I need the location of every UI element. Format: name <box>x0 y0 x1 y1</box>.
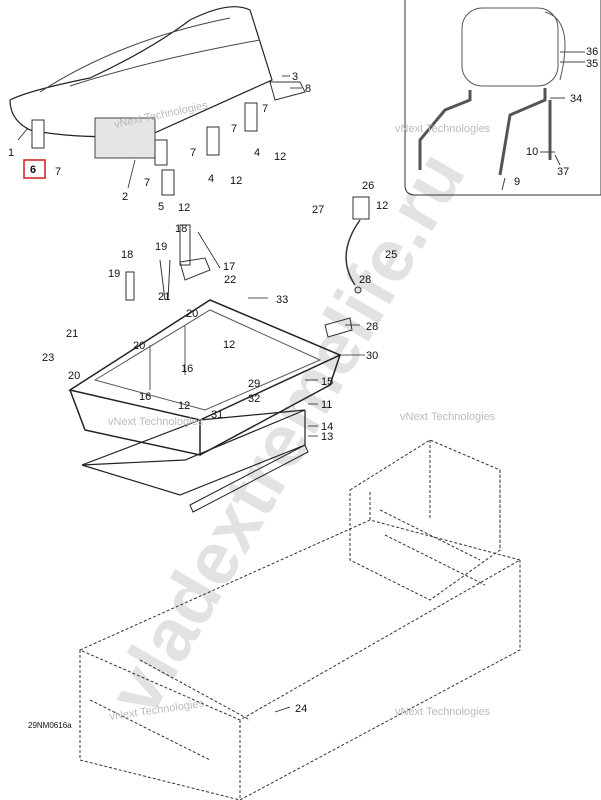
callout-9: 9 <box>514 176 520 188</box>
callout-2: 2 <box>122 191 128 203</box>
callout-17: 17 <box>223 261 235 273</box>
callout-28b: 28 <box>366 321 378 333</box>
chassis-frame <box>78 439 522 800</box>
liner-mat <box>81 409 306 496</box>
callout-26: 26 <box>362 180 374 192</box>
callout-14: 14 <box>321 421 333 433</box>
seat-brackets <box>31 102 258 196</box>
callout-12a: 12 <box>274 151 286 163</box>
callout-3: 3 <box>292 71 298 83</box>
callout-12c: 12 <box>178 202 190 214</box>
callout-23: 23 <box>42 352 54 364</box>
diagram-code: 29NM0616a <box>28 721 72 730</box>
callout-35: 35 <box>586 58 598 70</box>
callout-12b: 12 <box>230 175 242 187</box>
callout-1: 1 <box>8 147 14 159</box>
callout-20a: 20 <box>186 308 198 320</box>
callout-20c: 20 <box>68 370 80 382</box>
callout-33: 33 <box>276 294 288 306</box>
callout-6[interactable]: 6 <box>30 164 36 176</box>
seat-assembly <box>9 6 306 159</box>
site-watermark: vladextremelife.ru <box>92 138 481 728</box>
callout-11: 11 <box>321 399 332 411</box>
callout-32: 32 <box>248 393 260 405</box>
callout-7b: 7 <box>144 177 150 189</box>
callout-19b: 19 <box>108 268 120 280</box>
callout-34: 34 <box>570 93 582 105</box>
overlay-label: vNext Technologies <box>395 706 491 718</box>
callout-7e: 7 <box>262 103 268 115</box>
callout-31: 31 <box>211 409 223 421</box>
callout-30: 30 <box>366 350 378 362</box>
callout-29: 29 <box>248 378 260 390</box>
callout-27: 27 <box>312 204 324 216</box>
callout-21b: 21 <box>66 328 78 340</box>
callout-15: 15 <box>321 376 333 388</box>
callout-13: 13 <box>321 431 333 443</box>
callout-8: 8 <box>305 83 311 95</box>
callout-36: 36 <box>586 46 598 58</box>
callout-25: 25 <box>385 249 397 261</box>
overlay-label: vNext Technologies <box>108 416 204 428</box>
callout-37: 37 <box>557 166 569 178</box>
leader-lines <box>17 75 365 713</box>
highlight-part-6[interactable]: 6 <box>23 159 46 179</box>
callout-10: 10 <box>526 146 538 158</box>
overlay-label: vNext Technologies <box>400 411 496 423</box>
callout-20b: 20 <box>133 340 145 352</box>
callout-12e: 12 <box>223 339 235 351</box>
callout-21a: 21 <box>158 291 170 303</box>
backrest-inset <box>404 0 601 196</box>
callout-18b: 18 <box>121 249 133 261</box>
callout-12d: 12 <box>376 200 388 212</box>
callout-5: 5 <box>158 201 164 213</box>
rack-components <box>125 224 211 301</box>
callout-19a: 19 <box>155 241 167 253</box>
callout-24: 24 <box>295 703 307 715</box>
callout-7a: 7 <box>55 166 61 178</box>
callout-7c: 7 <box>190 147 196 159</box>
overlay-label: vNext Technologies <box>395 123 491 135</box>
callout-18a: 18 <box>175 223 187 235</box>
callout-16b: 16 <box>139 391 151 403</box>
callout-12f: 12 <box>178 400 190 412</box>
callout-7d: 7 <box>231 123 237 135</box>
callout-22: 22 <box>224 274 236 286</box>
callout-4a: 4 <box>254 147 260 159</box>
mounting-rail <box>189 444 309 513</box>
callout-16a: 16 <box>181 363 193 375</box>
part-callouts: 1 2 3 4 4 5 7 7 7 7 7 8 12 12 12 13 11 1… <box>8 46 598 715</box>
callout-4b: 4 <box>208 173 214 185</box>
cable-strap <box>324 196 370 338</box>
callout-28a: 28 <box>359 274 371 286</box>
